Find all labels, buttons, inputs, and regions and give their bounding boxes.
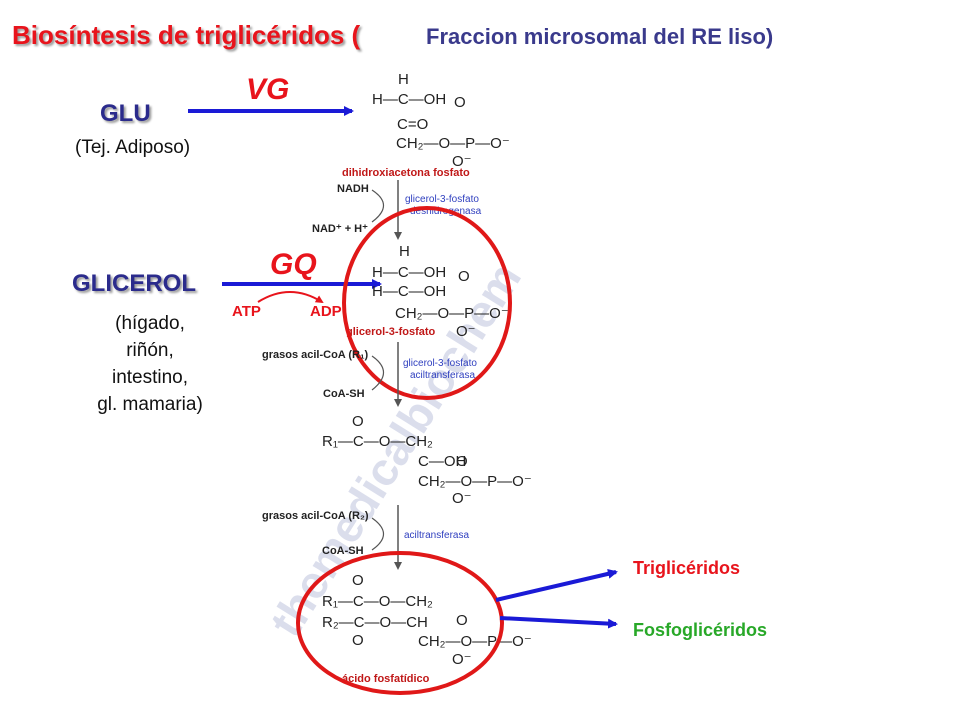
acyl-coa-r2-label: grasos acil-CoA (R₂) <box>262 510 369 522</box>
molecule-atom: O⁻ <box>456 323 476 340</box>
molecule-atom: O <box>454 94 466 111</box>
phosphoglycerides-label: Fosfoglicéridos <box>633 620 768 640</box>
triglicerides-label: Triglicéridos <box>633 558 741 578</box>
glu-tissue-label: (Tej. Adiposo) <box>75 137 191 158</box>
slide-title: Biosíntesis de triglicéridos ( <box>12 20 361 50</box>
nadh-label: NADH <box>337 183 369 195</box>
molecule-name: ácido fosfatídico <box>342 673 430 685</box>
highlight-circle-pa <box>296 551 504 695</box>
atp-adp-arrow <box>257 291 324 304</box>
molecule-row: R₂—C—O—CH <box>322 614 428 631</box>
molecule-lisofosfatidico: O R₁—C—O—CH₂ C—OH O CH₂—O—P—O⁻ O⁻ <box>322 413 532 507</box>
molecule-glicerol-3-fosfato: H H—C—OH H—C—OH O CH₂—O—P—O⁻ O⁻ <box>372 243 509 340</box>
molecule-atom: O <box>456 453 468 470</box>
molecule-atom: O⁻ <box>452 651 472 668</box>
enzyme-g3p-dh-line1: glicerol-3-fosfato <box>405 194 479 205</box>
coa-sh-label: CoA-SH <box>323 388 365 400</box>
glicerol-tissues: (hígado, riñón, intestino, gl. mamaria) <box>70 310 230 418</box>
coa-sh-label-2: CoA-SH <box>322 545 364 557</box>
step3-substrate-arc <box>371 517 385 551</box>
glicerol-label: GLICEROL <box>72 270 196 297</box>
molecule-row: CH₂—O—P—O⁻ <box>395 305 509 322</box>
tissue-line: (hígado, <box>115 313 185 334</box>
phosphoglycerides-arrow <box>499 616 618 629</box>
molecule-acido-fosfatidico: O R₁—C—O—CH₂ R₂—C—O—CH O O CH₂—O—P—O⁻ O⁻ <box>322 572 532 668</box>
molecule-dihidroxiacetona-fosfato: H H—C—OH C=O O CH₂—O—P—O⁻ O⁻ <box>372 71 510 170</box>
molecule-row: H—C—OH <box>372 264 446 281</box>
molecule-row: R₁—C—O—CH₂ <box>322 433 433 450</box>
molecule-atom: O <box>458 268 470 285</box>
enzyme-acyltransferase: aciltransferasa <box>404 530 469 541</box>
molecule-row: CH₂—O—P—O⁻ <box>418 473 532 490</box>
adp-label: ADP <box>310 303 342 320</box>
molecule-atom: O <box>352 572 364 589</box>
molecule-row: C—OH <box>418 453 466 470</box>
nad-label: NAD⁺ + H⁺ <box>312 223 368 235</box>
triglicerides-arrow <box>495 568 618 602</box>
tissue-line: intestino, <box>111 367 189 388</box>
vg-enzyme-label: VG <box>246 73 290 106</box>
enzyme-g3p-at-line2: aciltransferasa <box>410 370 475 381</box>
molecule-atom: O <box>352 632 364 649</box>
molecule-row: CH₂—O—P—O⁻ <box>396 135 510 152</box>
molecule-atom: H <box>398 71 409 88</box>
slide-subtitle: Fraccion microsomal del RE liso) <box>426 24 774 49</box>
molecule-row: C=O <box>397 116 428 133</box>
molecule-row: R₁—C—O—CH₂ <box>322 593 433 610</box>
atp-label: ATP <box>232 303 261 320</box>
molecule-name: glicerol-3-fosfato <box>346 326 436 338</box>
molecule-atom: O <box>456 612 468 629</box>
molecule-row: CH₂—O—P—O⁻ <box>418 633 532 650</box>
highlight-circle-g3p <box>342 206 512 400</box>
molecule-name: dihidroxiacetona fosfato <box>342 167 470 179</box>
tissue-line: gl. mamaria) <box>97 394 203 415</box>
acyl-coa-r1-label: grasos acil-CoA (R₁) <box>262 349 369 361</box>
molecule-row: H—C—OH <box>372 283 446 300</box>
molecule-atom: O⁻ <box>452 153 472 170</box>
molecule-row: H—C—OH <box>372 91 446 108</box>
molecule-atom: O <box>352 413 364 430</box>
molecule-atom: H <box>399 243 410 260</box>
tissue-line: riñón, <box>126 340 174 361</box>
gq-enzyme-label: GQ <box>270 248 317 281</box>
step1-cofactor-arc <box>371 189 385 223</box>
glu-label: GLU <box>100 100 151 127</box>
step2-substrate-arc <box>371 355 385 391</box>
enzyme-g3p-at-line1: glicerol-3-fosfato <box>403 358 477 369</box>
molecule-atom: O⁻ <box>452 490 472 507</box>
